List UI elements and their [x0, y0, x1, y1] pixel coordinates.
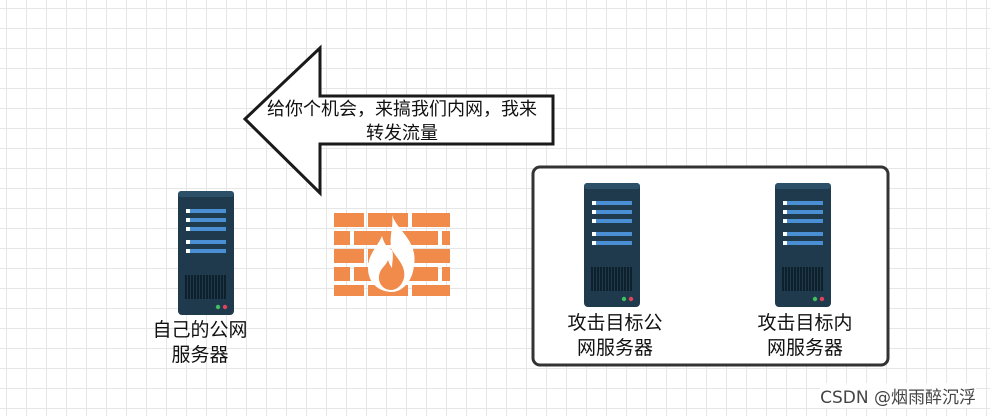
target-public-server-label-line1: 攻击目标公: [567, 312, 663, 334]
arrow-caption: 给你个机会，来搞我们内网，我来 转发流量: [244, 98, 560, 146]
server-rack-icon-target-public: [583, 182, 641, 308]
target-internal-server-label-line1: 攻击目标内: [757, 312, 853, 334]
server-rack-icon-target-internal: [774, 182, 832, 308]
own-public-server-label-line2: 服务器: [171, 344, 229, 366]
firewall-icon: [334, 213, 450, 296]
forwarding-arrow: [242, 44, 555, 197]
own-public-server-label: 自己的公网 服务器: [140, 318, 260, 368]
arrow-caption-line1: 给你个机会，来搞我们内网，我来: [267, 99, 537, 120]
watermark: CSDN @烟雨醉沉浮: [820, 383, 976, 408]
own-public-server-label-line1: 自己的公网: [152, 319, 248, 341]
target-public-server-label: 攻击目标公 网服务器: [550, 311, 680, 361]
arrow-caption-line2: 转发流量: [366, 123, 438, 144]
target-internal-server-label: 攻击目标内 网服务器: [740, 311, 870, 361]
target-internal-server-label-line2: 网服务器: [766, 337, 843, 359]
target-public-server-label-line2: 网服务器: [576, 337, 653, 359]
server-rack-icon-own: [177, 190, 235, 316]
